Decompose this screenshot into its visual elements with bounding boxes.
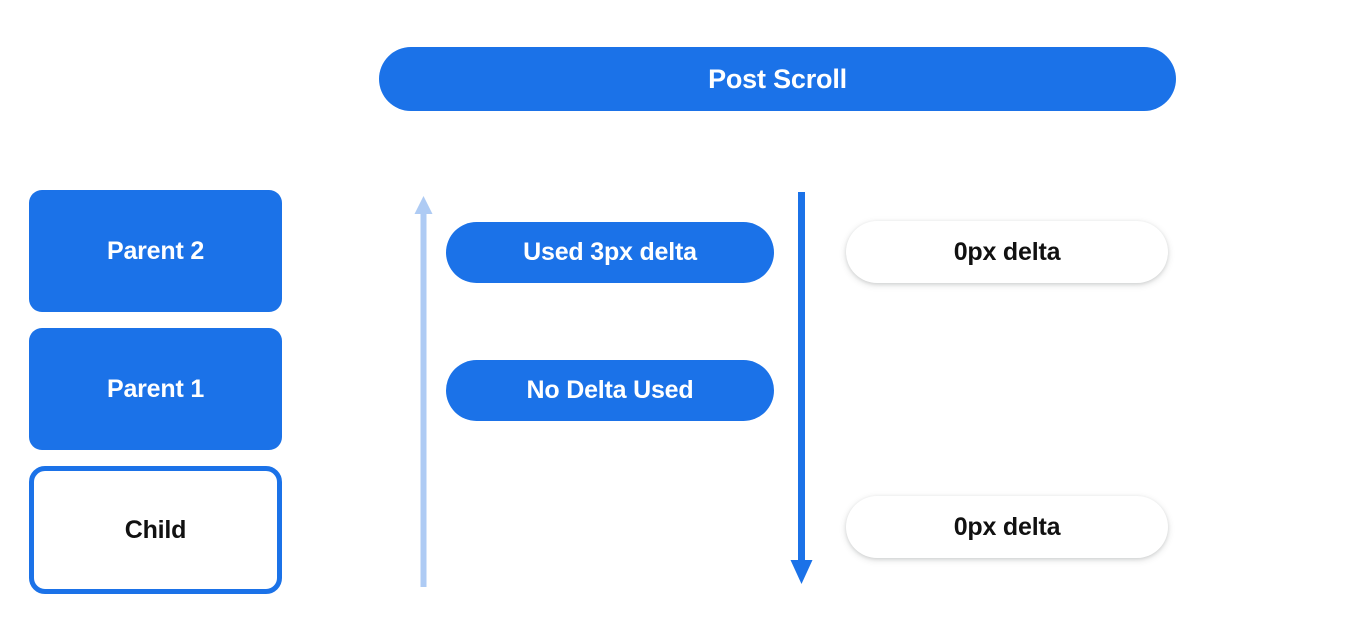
- pill-no-delta-used[interactable]: No Delta Used: [446, 360, 774, 421]
- node-child-label: Child: [124, 515, 187, 544]
- pill-zero-delta-bottom[interactable]: 0px delta: [846, 496, 1168, 558]
- node-child[interactable]: Child: [29, 466, 282, 594]
- pill-no-delta-used-label: No Delta Used: [526, 376, 694, 404]
- node-stack: Parent 2 Parent 1 Child: [29, 190, 282, 594]
- pill-zero-delta-bottom-label: 0px delta: [953, 512, 1061, 541]
- node-parent-2[interactable]: Parent 2: [29, 190, 282, 312]
- node-parent-1[interactable]: Parent 1: [29, 328, 282, 450]
- page-title: Post Scroll: [708, 63, 847, 94]
- pill-zero-delta-top[interactable]: 0px delta: [846, 221, 1168, 283]
- scroll-down-arrow-icon: [790, 192, 813, 584]
- pill-zero-delta-top-label: 0px delta: [953, 237, 1061, 266]
- node-parent-1-label: Parent 1: [106, 374, 205, 403]
- node-parent-2-label: Parent 2: [106, 236, 205, 265]
- scroll-up-arrow-icon: [414, 196, 433, 587]
- post-scroll-banner: Post Scroll: [379, 47, 1176, 111]
- pill-used-3px-delta[interactable]: Used 3px delta: [446, 222, 774, 283]
- pill-used-3px-delta-label: Used 3px delta: [523, 238, 697, 266]
